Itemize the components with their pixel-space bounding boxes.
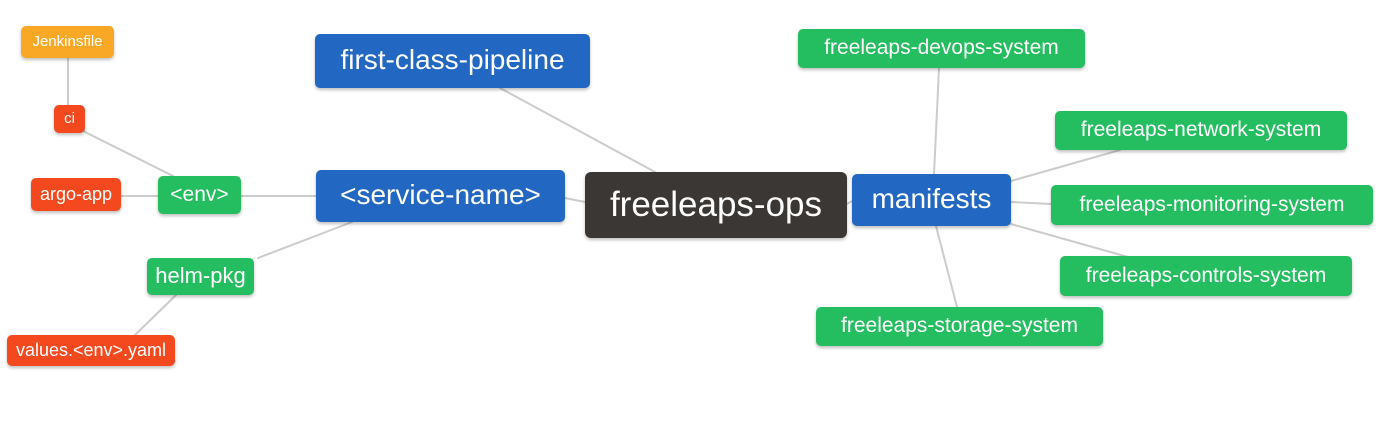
edge-manifests--monitoring-system bbox=[1010, 201, 1052, 205]
edge-manifests--devops-system bbox=[933, 67, 940, 175]
node-label-jenkinsfile: Jenkinsfile bbox=[32, 32, 103, 50]
node-service-name[interactable]: <service-name> bbox=[316, 170, 565, 222]
node-env[interactable]: <env> bbox=[158, 176, 241, 214]
node-label-values-env-yaml: values.<env>.yaml bbox=[15, 339, 167, 360]
edge-service-name--freeleaps-ops bbox=[564, 197, 586, 203]
node-label-helm-pkg: helm-pkg bbox=[155, 262, 246, 288]
node-argo-app[interactable]: argo-app bbox=[31, 178, 121, 211]
node-devops-system[interactable]: freeleaps-devops-system bbox=[798, 29, 1085, 68]
node-label-first-class-pipeline: first-class-pipeline bbox=[340, 44, 565, 75]
node-network-system[interactable]: freeleaps-network-system bbox=[1055, 111, 1347, 150]
node-label-monitoring-system: freeleaps-monitoring-system bbox=[1079, 192, 1345, 216]
node-values-env-yaml[interactable]: values.<env>.yaml bbox=[7, 335, 175, 366]
node-label-argo-app: argo-app bbox=[39, 183, 113, 204]
node-jenkinsfile[interactable]: Jenkinsfile bbox=[21, 26, 114, 58]
node-label-storage-system: freeleaps-storage-system bbox=[841, 314, 1078, 337]
node-label-devops-system: freeleaps-devops-system bbox=[824, 36, 1059, 59]
node-label-manifests: manifests bbox=[871, 183, 992, 214]
node-controls-system[interactable]: freeleaps-controls-system bbox=[1060, 256, 1352, 296]
node-label-network-system: freeleaps-network-system bbox=[1080, 118, 1322, 141]
node-helm-pkg[interactable]: helm-pkg bbox=[147, 258, 254, 295]
node-ci[interactable]: ci bbox=[54, 105, 85, 133]
edge-ci--env bbox=[82, 130, 174, 177]
node-monitoring-system[interactable]: freeleaps-monitoring-system bbox=[1051, 185, 1373, 225]
node-label-service-name: <service-name> bbox=[340, 179, 541, 210]
node-label-freeleaps-ops: freeleaps-ops bbox=[609, 184, 823, 224]
node-manifests[interactable]: manifests bbox=[852, 174, 1011, 226]
edge-manifests--controls-system bbox=[1010, 223, 1129, 258]
edge-manifests--network-system bbox=[1010, 149, 1121, 182]
node-label-ci: ci bbox=[64, 109, 75, 127]
node-label-env: <env> bbox=[170, 182, 229, 206]
node-freeleaps-ops[interactable]: freeleaps-ops bbox=[585, 172, 847, 238]
node-storage-system[interactable]: freeleaps-storage-system bbox=[816, 307, 1103, 346]
edge-first-class-pipeline--freeleaps-ops bbox=[499, 87, 656, 173]
edge-service-name--helm-pkg bbox=[257, 221, 353, 259]
node-first-class-pipeline[interactable]: first-class-pipeline bbox=[315, 34, 590, 88]
edge-manifests--storage-system bbox=[935, 225, 958, 308]
node-label-controls-system: freeleaps-controls-system bbox=[1085, 263, 1327, 287]
edge-helm-pkg--values-env-yaml bbox=[134, 294, 177, 336]
